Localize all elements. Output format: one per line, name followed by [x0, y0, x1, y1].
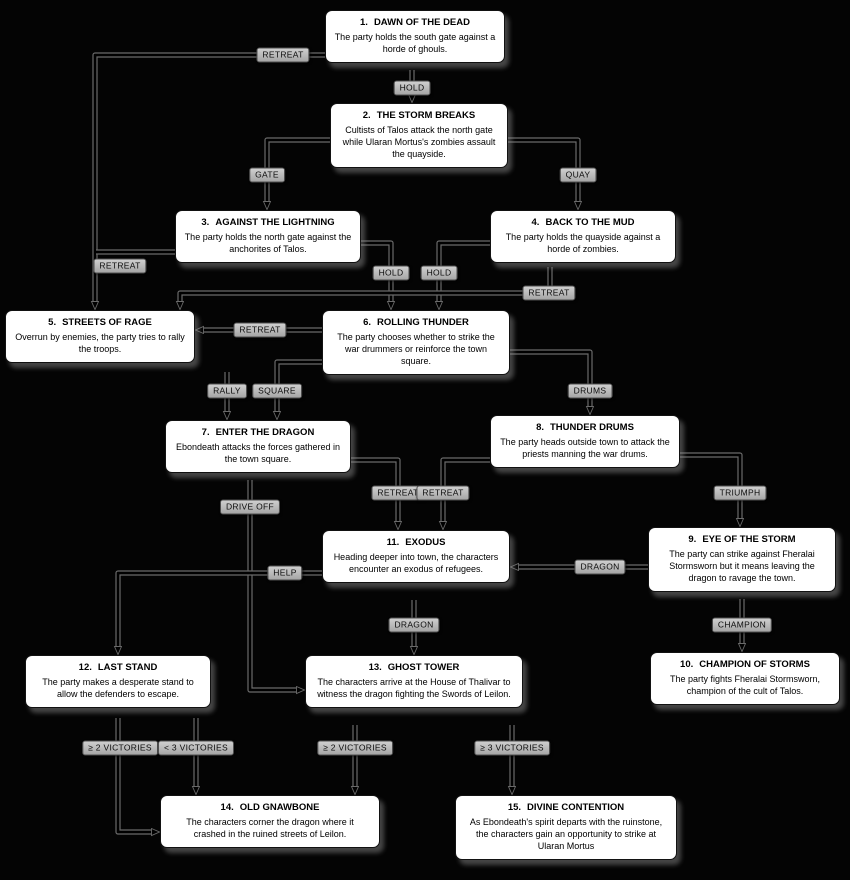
node-thunder-drums: 8.THUNDER DRUMS The party heads outside …: [490, 415, 680, 469]
edge-label-retreat: RETREAT: [233, 322, 287, 338]
edge-label-retreat: RETREAT: [256, 47, 310, 63]
node-divine-contention: 15.DIVINE CONTENTION As Ebondeath's spir…: [455, 795, 677, 861]
node-last-stand: 12.LAST STAND The party makes a desperat…: [25, 655, 211, 709]
node-title: 9.EYE OF THE STORM: [688, 534, 796, 545]
node-body: The party heads outside town to attack t…: [500, 437, 670, 460]
node-title: 8.THUNDER DRUMS: [536, 422, 634, 433]
edge-label-hold: HOLD: [372, 265, 410, 281]
connector-12-to-14-left: [115, 718, 152, 832]
node-body: The party can strike against Fheralai St…: [669, 549, 815, 584]
edge-label-quay: QUAY: [559, 167, 597, 183]
edge-label-retreat: RETREAT: [371, 485, 425, 501]
edge-label-victories: ≥ 2 VICTORIES: [317, 740, 393, 756]
edge-label-drums: DRUMS: [567, 383, 613, 399]
node-title: 14.OLD GNAWBONE: [220, 802, 320, 813]
edge-label-champion: CHAMPION: [711, 617, 773, 633]
node-back-to-the-mud: 4.BACK TO THE MUD The party holds the qu…: [490, 210, 676, 264]
node-champion-of-storms: 10.CHAMPION OF STORMS The party fights F…: [650, 652, 840, 706]
edge-label-square: SQUARE: [252, 383, 302, 399]
edge-label-dragon: DRAGON: [388, 617, 440, 633]
edge-label-victories: ≥ 2 VICTORIES: [82, 740, 158, 756]
node-body: The party chooses whether to strike the …: [337, 332, 495, 367]
connector-6-to-8: [510, 349, 590, 407]
node-body: The party holds the north gate against t…: [184, 232, 352, 255]
node-title: 1.DAWN OF THE DEAD: [360, 17, 470, 28]
node-the-storm-breaks: 2.THE STORM BREAKS Cultists of Talos att…: [330, 103, 508, 169]
node-title: 15.DIVINE CONTENTION: [507, 802, 625, 813]
node-body: The party fights Fheralai Stormsworn, ch…: [669, 674, 821, 697]
node-body: The party makes a desperate stand to all…: [42, 677, 194, 700]
connector-8-to-11: [443, 457, 490, 522]
edge-label-hold: HOLD: [393, 80, 431, 96]
node-body: The party holds the quayside against a h…: [505, 232, 661, 255]
node-enter-the-dragon: 7.ENTER THE DRAGON Ebondeath attacks the…: [165, 420, 351, 474]
edge-label-gate: GATE: [249, 167, 285, 183]
node-title: 3.AGAINST THE LIGHTNING: [201, 217, 335, 228]
node-title: 13.GHOST TOWER: [368, 662, 460, 673]
node-rolling-thunder: 6.ROLLING THUNDER The party chooses whet…: [322, 310, 510, 376]
edge-label-hold: HOLD: [420, 265, 458, 281]
node-body: The party holds the south gate against a…: [334, 32, 496, 55]
edge-label-drive-off: DRIVE OFF: [219, 499, 281, 515]
edge-label-retreat: RETREAT: [93, 258, 147, 274]
edge-label-retreat: RETREAT: [416, 485, 470, 501]
connector-4-to-6: [439, 240, 490, 302]
node-against-the-lightning: 3.AGAINST THE LIGHTNING The party holds …: [175, 210, 361, 264]
node-body: As Ebondeath's spirit departs with the r…: [469, 817, 663, 852]
node-exodus: 11.EXODUS Heading deeper into town, the …: [322, 530, 510, 584]
connector-11-to-12: [118, 570, 322, 647]
node-title: 6.ROLLING THUNDER: [363, 317, 469, 328]
node-title: 7.ENTER THE DRAGON: [201, 427, 315, 438]
edge-label-dragon: DRAGON: [574, 559, 626, 575]
node-title: 11.EXODUS: [386, 537, 446, 548]
edge-label-help: HELP: [267, 565, 303, 581]
node-body: Overrun by enemies, the party tries to r…: [15, 332, 185, 355]
node-title: 5.STREETS OF RAGE: [48, 317, 152, 328]
connector-3-to-6: [360, 240, 391, 302]
node-eye-of-the-storm: 9.EYE OF THE STORM The party can strike …: [648, 527, 836, 593]
connector-7-to-13: [247, 480, 297, 690]
node-streets-of-rage: 5.STREETS OF RAGE Overrun by enemies, th…: [5, 310, 195, 364]
node-title: 2.THE STORM BREAKS: [362, 110, 476, 121]
node-title: 12.LAST STAND: [78, 662, 158, 673]
node-body: The characters corner the dragon where i…: [186, 817, 354, 840]
connector-1-to-5: [95, 52, 325, 302]
node-old-gnawbone: 14.OLD GNAWBONE The characters corner th…: [160, 795, 380, 849]
node-dawn-of-the-dead: 1.DAWN OF THE DEAD The party holds the s…: [325, 10, 505, 64]
node-title: 4.BACK TO THE MUD: [531, 217, 635, 228]
node-body: The characters arrive at the House of Th…: [317, 677, 511, 700]
node-body: Ebondeath attacks the forces gathered in…: [175, 442, 341, 465]
node-body: Cultists of Talos attack the north gate …: [342, 125, 496, 160]
edge-label-retreat: RETREAT: [522, 285, 576, 301]
connector-4-to-5: [180, 267, 553, 302]
connector-7-to-11: [350, 457, 398, 522]
edge-label-triumph: TRIUMPH: [713, 485, 767, 501]
node-ghost-tower: 13.GHOST TOWER The characters arrive at …: [305, 655, 523, 709]
node-body: Heading deeper into town, the characters…: [333, 552, 499, 575]
edge-label-victories: ≥ 3 VICTORIES: [474, 740, 550, 756]
edge-label-rally: RALLY: [207, 383, 247, 399]
edge-label-victories: < 3 VICTORIES: [158, 740, 234, 756]
node-title: 10.CHAMPION OF STORMS: [680, 659, 810, 670]
